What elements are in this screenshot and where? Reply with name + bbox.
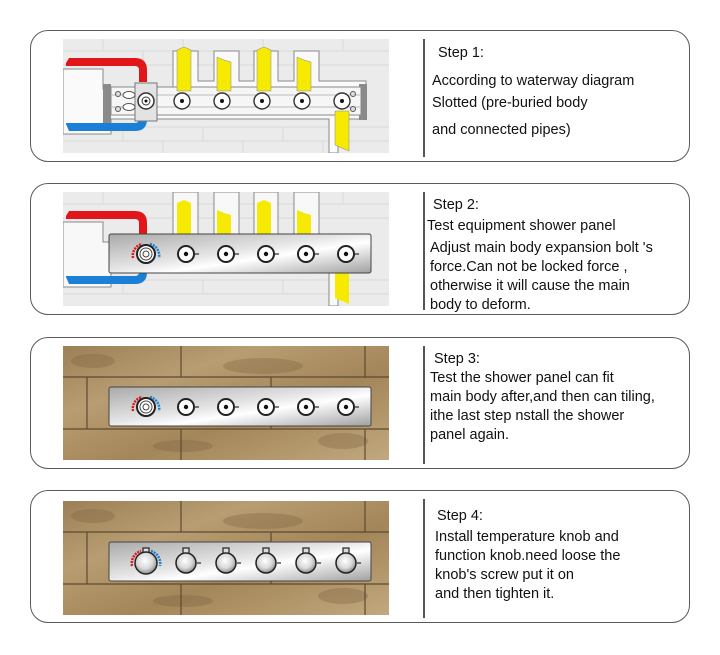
step-4-line: Install temperature knob and xyxy=(435,529,619,545)
tiled-wall-panel-diagram xyxy=(63,346,389,460)
function-knob xyxy=(255,552,277,574)
function-knob xyxy=(335,552,357,574)
shower-panel xyxy=(108,233,372,274)
step-3-text: Step 3: Test the shower panel can fit ma… xyxy=(427,346,689,445)
step-4-line: knob's screw put it on xyxy=(435,567,574,583)
step-1-divider xyxy=(423,39,425,157)
step-1-card: Step 1: According to waterway diagram Sl… xyxy=(30,30,690,162)
function-knob xyxy=(215,552,237,574)
function-knob xyxy=(295,552,317,574)
step-3-divider xyxy=(423,346,425,464)
knobs-installed-diagram xyxy=(63,501,389,615)
panel-test-fit-diagram xyxy=(63,192,389,306)
step-4-line: function knob.need loose the xyxy=(435,548,621,564)
step-1-line: Slotted (pre-buried body xyxy=(432,95,588,111)
step-1-line: and connected pipes) xyxy=(432,122,571,138)
step-2-line: Adjust main body expansion bolt 's xyxy=(430,240,653,256)
step-1-line: According to waterway diagram xyxy=(432,73,635,89)
step-2-title: Step 2: xyxy=(433,197,479,213)
step-2-line: Test equipment shower panel xyxy=(427,218,616,234)
step-2-text: Step 2: Test equipment shower panel Adju… xyxy=(427,192,689,315)
step-4-illustration xyxy=(63,501,389,615)
temperature-knob xyxy=(134,551,158,575)
step-3-line: ithe last step nstall the shower xyxy=(430,408,625,424)
step-2-illustration xyxy=(63,192,389,306)
step-2-line: otherwise it will cause the main xyxy=(430,278,630,294)
step-4-divider xyxy=(423,499,425,618)
step-1-text: Step 1: According to waterway diagram Sl… xyxy=(432,39,694,141)
step-4-line: and then tighten it. xyxy=(435,586,555,602)
step-4-text: Step 4: Install temperature knob and fun… xyxy=(435,499,697,604)
step-3-line: main body after,and then can tiling, xyxy=(430,389,655,405)
function-knob xyxy=(175,552,197,574)
hot-pipe xyxy=(66,58,147,82)
step-1-illustration xyxy=(63,39,389,153)
step-2-divider xyxy=(423,192,425,310)
step-1-title: Step 1: xyxy=(438,45,484,61)
step-3-illustration xyxy=(63,346,389,460)
step-3-line: panel again. xyxy=(430,427,510,443)
step-4-title: Step 4: xyxy=(437,508,483,524)
step-2-card: Step 2: Test equipment shower panel Adju… xyxy=(30,183,690,315)
step-3-card: Step 3: Test the shower panel can fit ma… xyxy=(30,337,690,469)
step-2-line: force.Can not be locked force , xyxy=(430,259,628,275)
step-4-card: Step 4: Install temperature knob and fun… xyxy=(30,490,690,623)
step-3-title: Step 3: xyxy=(434,351,480,367)
wall-main-body-diagram xyxy=(63,39,389,153)
cold-pipe xyxy=(66,111,147,131)
step-2-line: body to deform. xyxy=(430,297,531,313)
step-3-line: Test the shower panel can fit xyxy=(430,370,614,386)
